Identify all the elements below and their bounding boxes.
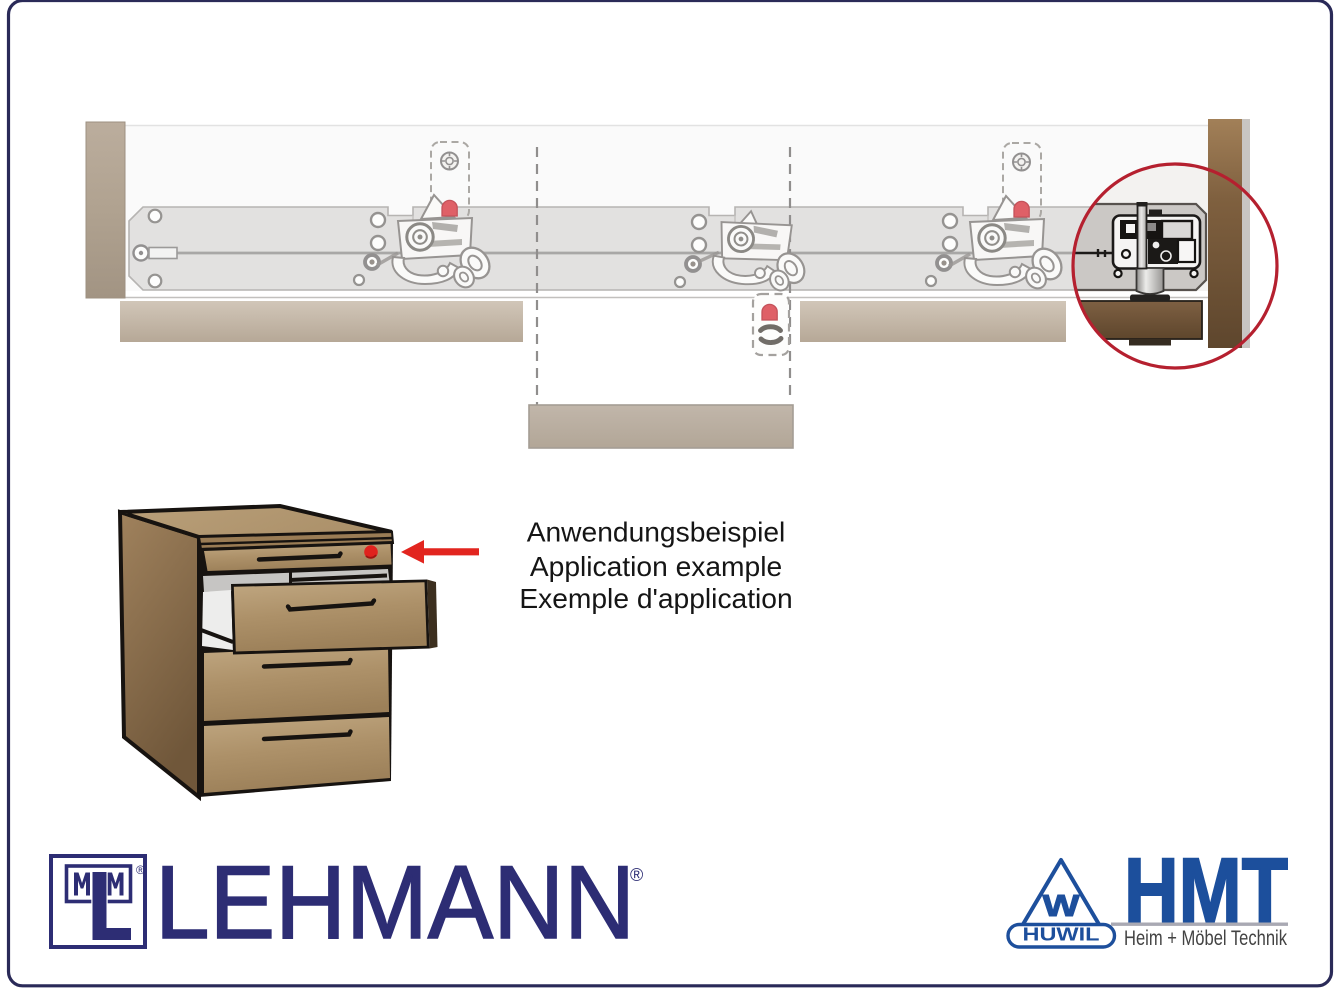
svg-text:W: W bbox=[1043, 888, 1081, 923]
svg-text:®: ® bbox=[136, 863, 145, 877]
svg-text:Application example: Application example bbox=[530, 550, 782, 582]
svg-text:®: ® bbox=[630, 865, 643, 885]
svg-text:Heim + Möbel Technik: Heim + Möbel Technik bbox=[1124, 926, 1287, 950]
svg-text:Anwendungsbeispiel: Anwendungsbeispiel bbox=[527, 516, 786, 548]
svg-text:HUWIL: HUWIL bbox=[1023, 924, 1100, 945]
svg-text:Exemple d'application: Exemple d'application bbox=[519, 582, 792, 614]
svg-text:LEHMANN: LEHMANN bbox=[155, 845, 635, 961]
